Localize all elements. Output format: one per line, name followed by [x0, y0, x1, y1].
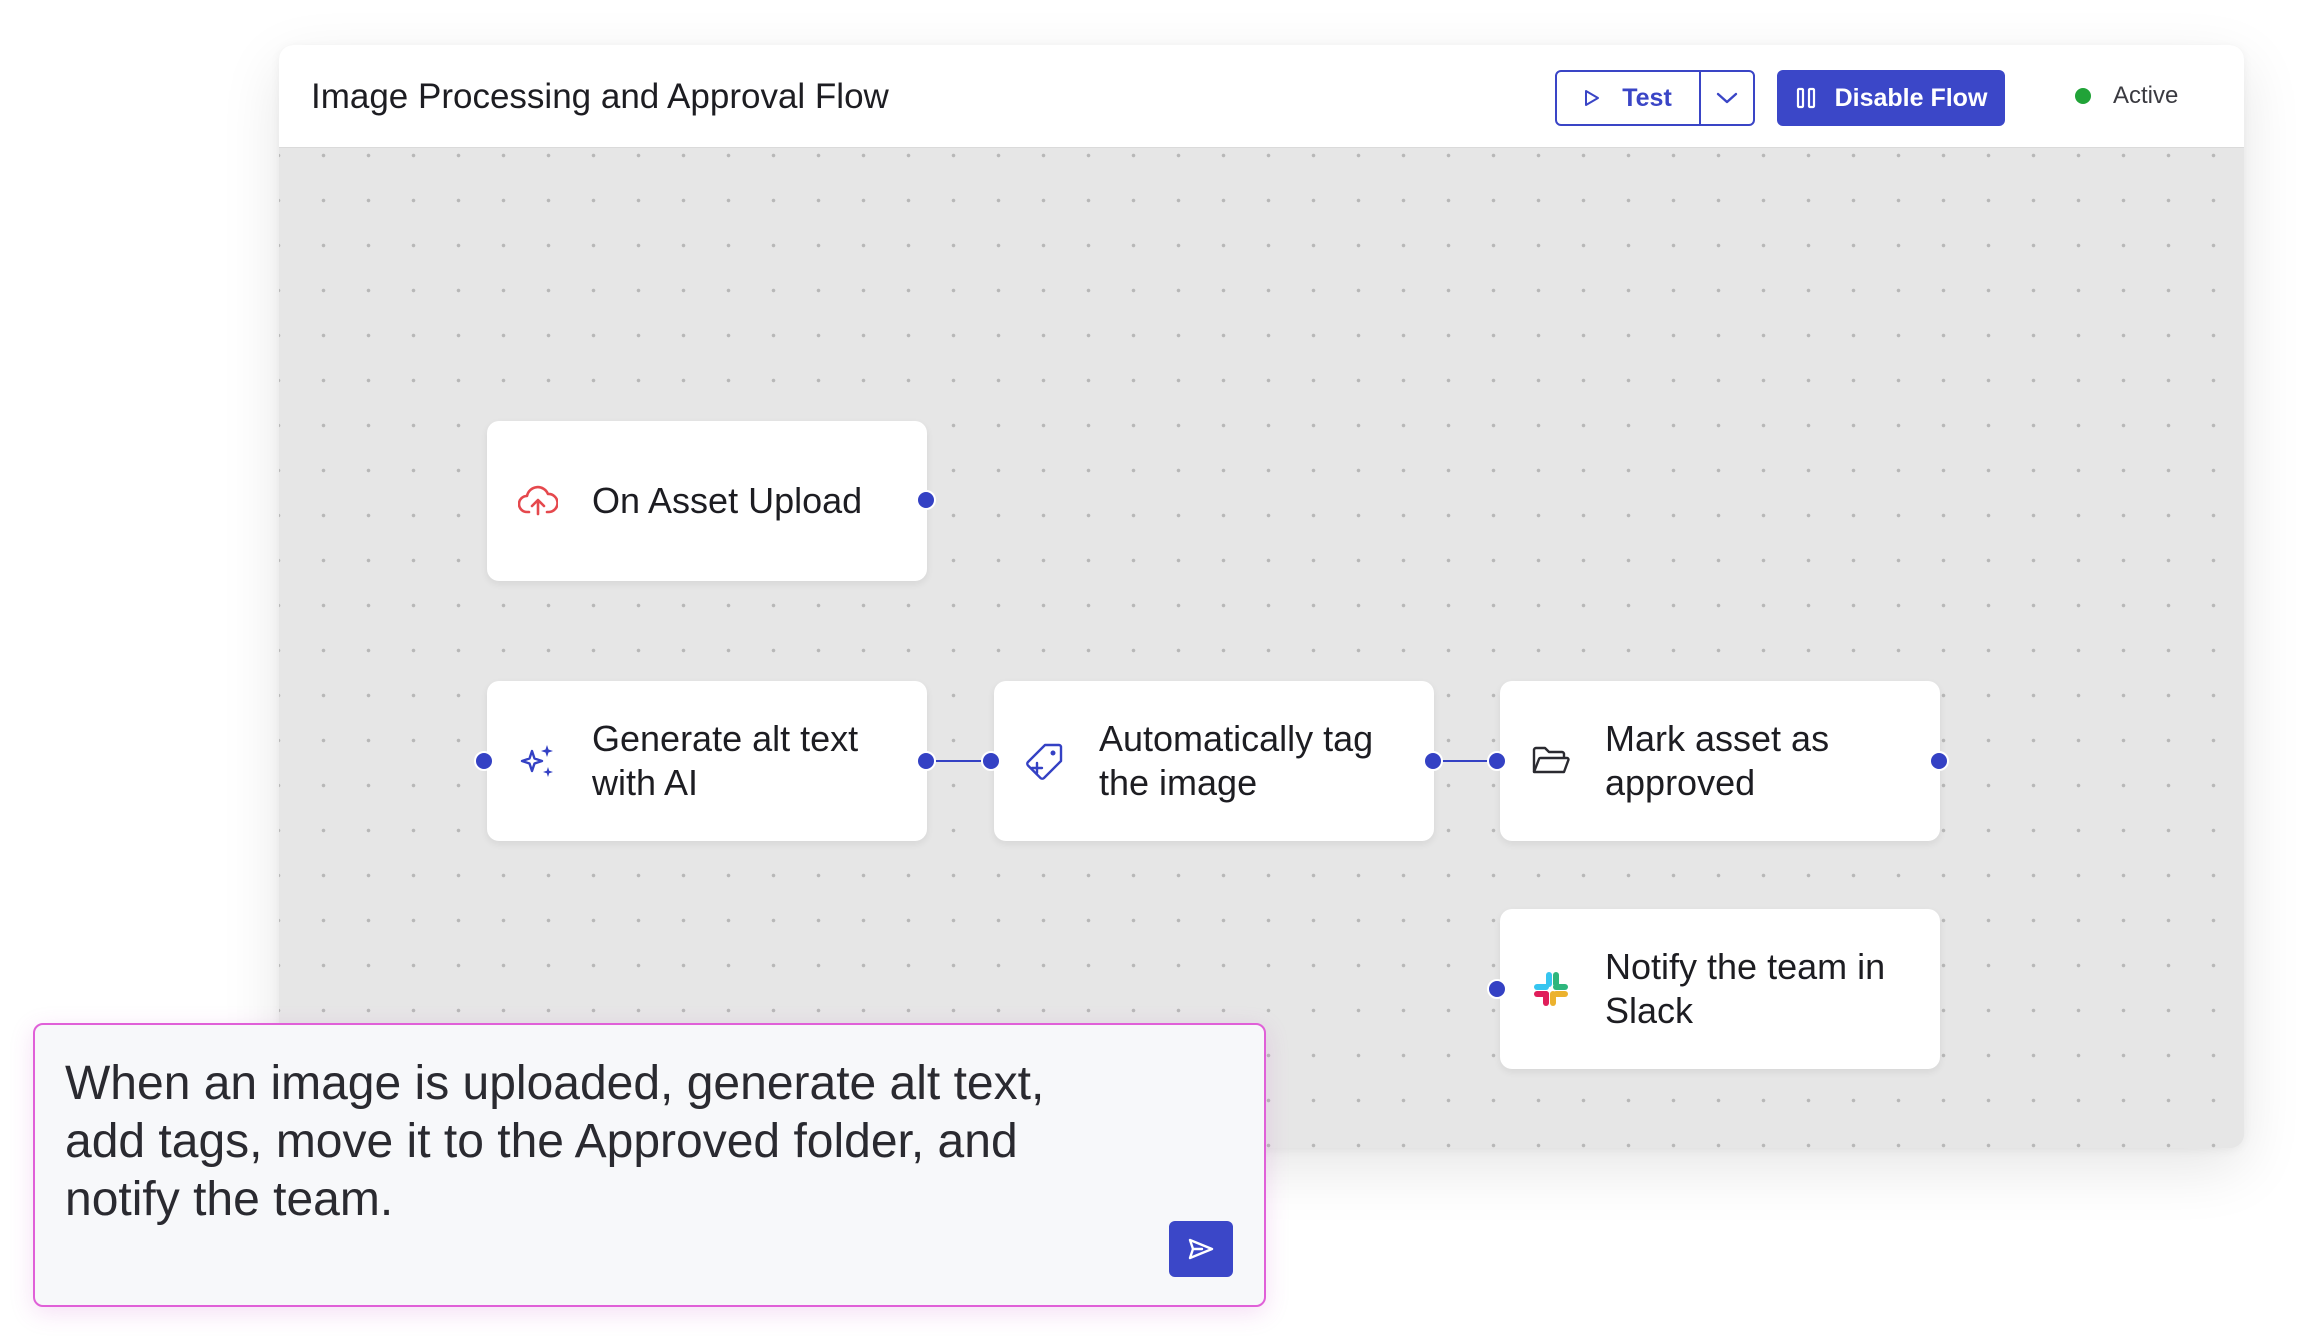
slack-icon — [1530, 968, 1572, 1010]
sparkles-icon — [517, 740, 559, 782]
button-divider — [1699, 72, 1701, 124]
flow-status: Active — [2075, 82, 2178, 110]
flow-node-auto-tag[interactable]: Automatically tag the image — [994, 681, 1434, 841]
output-port[interactable] — [916, 490, 936, 510]
flow-connector — [1432, 760, 1496, 762]
flow-editor-window: Image Processing and Approval Flow Test … — [279, 45, 2244, 1148]
pause-icon — [1796, 87, 1815, 109]
node-label: Automatically tag the image — [1099, 718, 1374, 803]
test-options-dropdown[interactable] — [1701, 72, 1753, 124]
node-label: Notify the team in Slack — [1605, 946, 1886, 1031]
output-port[interactable] — [1423, 751, 1443, 771]
node-label: On Asset Upload — [592, 480, 863, 521]
flow-canvas[interactable]: On Asset Upload Generate alt text with A… — [279, 148, 2244, 1148]
output-port[interactable] — [1929, 751, 1949, 771]
flow-node-generate-alt-text[interactable]: Generate alt text with AI — [487, 681, 927, 841]
flow-title: Image Processing and Approval Flow — [311, 77, 889, 116]
flow-node-notify-slack[interactable]: Notify the team in Slack — [1500, 909, 1940, 1069]
folder-icon — [1530, 740, 1572, 782]
flow-header: Image Processing and Approval Flow Test … — [279, 45, 2244, 148]
input-port[interactable] — [981, 751, 1001, 771]
test-button[interactable]: Test — [1557, 72, 1699, 124]
test-button-label: Test — [1622, 83, 1672, 112]
send-button[interactable] — [1169, 1221, 1233, 1277]
play-icon — [1585, 90, 1600, 106]
test-button-group: Test — [1555, 70, 1755, 126]
node-label: Generate alt text with AI — [592, 718, 859, 803]
chevron-down-icon — [1716, 92, 1738, 104]
status-dot-icon — [2075, 88, 2091, 104]
flow-connector — [925, 760, 989, 762]
tag-icon — [1024, 740, 1066, 782]
prompt-input[interactable]: When an image is uploaded, generate alt … — [65, 1057, 1045, 1226]
input-port[interactable] — [1487, 979, 1507, 999]
input-port[interactable] — [1487, 751, 1507, 771]
flow-node-mark-approved[interactable]: Mark asset as approved — [1500, 681, 1940, 841]
output-port[interactable] — [916, 751, 936, 771]
cloud-upload-icon — [517, 480, 559, 522]
disable-flow-label: Disable Flow — [1834, 83, 1988, 112]
node-label: Mark asset as approved — [1605, 718, 1830, 803]
ai-prompt-box[interactable]: When an image is uploaded, generate alt … — [33, 1023, 1266, 1307]
input-port[interactable] — [474, 751, 494, 771]
status-label: Active — [2113, 82, 2179, 109]
disable-flow-button[interactable]: Disable Flow — [1777, 70, 2005, 126]
flow-node-asset-upload[interactable]: On Asset Upload — [487, 421, 927, 581]
send-icon — [1188, 1238, 1214, 1260]
